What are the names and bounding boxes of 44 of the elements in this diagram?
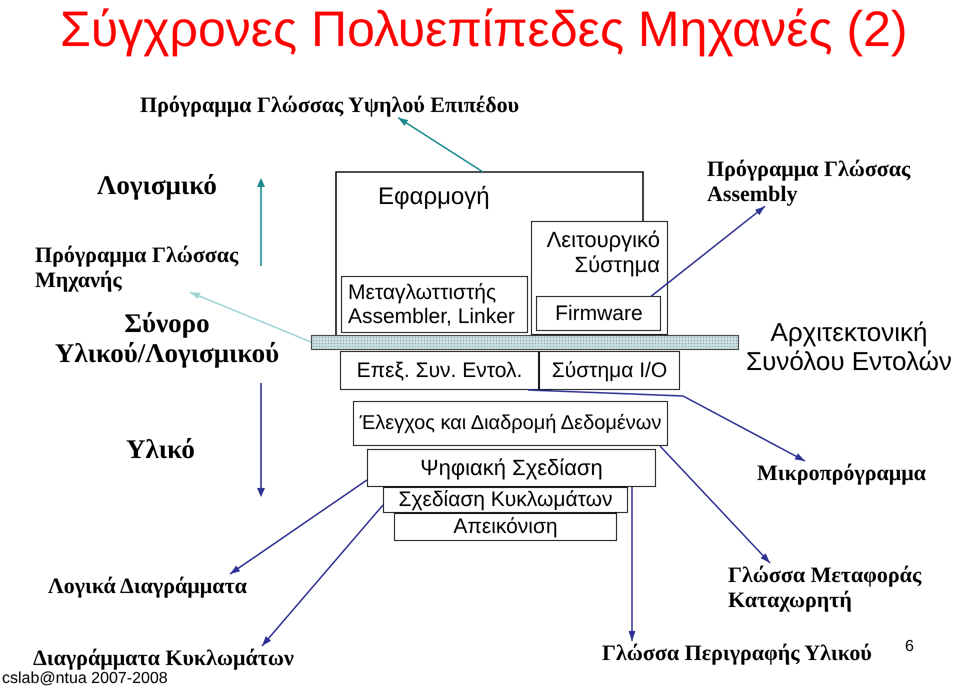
layer-box bbox=[536, 296, 662, 332]
layer-label: Απεικόνιση bbox=[453, 515, 558, 539]
layer-label: Μεταγλωττιστής Assembler, Linker bbox=[348, 280, 516, 328]
layer-box bbox=[353, 401, 668, 446]
layer-box bbox=[340, 351, 539, 390]
slide-title: Σύγχρονες Πολυεπίπεδες Μηχανές (2) bbox=[60, 2, 908, 57]
layer-box bbox=[341, 276, 528, 333]
layer-label: Λειτουργικό Σύστημα bbox=[546, 228, 660, 278]
layer-box bbox=[367, 449, 656, 487]
arrow bbox=[528, 389, 806, 462]
level-label: Σύνορο Υλικού/Λογισμικού bbox=[54, 308, 280, 368]
annotation-text: Μικροπρόγραμμα bbox=[757, 461, 926, 486]
footer-text: cslab@ntua 2007-2008 bbox=[2, 670, 168, 688]
arrow bbox=[398, 117, 484, 173]
level-label: Λογισμικό bbox=[97, 170, 217, 200]
annotation-text: Πρόγραμμα Γλώσσας Assembly bbox=[707, 157, 922, 206]
layer-label: Firmware bbox=[555, 302, 643, 326]
layer-label: Επεξ. Συν. Εντολ. bbox=[356, 358, 522, 382]
arrow bbox=[230, 479, 368, 575]
layer-label: Σύστημα I/O bbox=[552, 358, 668, 382]
layer-box bbox=[539, 351, 680, 390]
arrow bbox=[628, 487, 636, 641]
annotation-text: Πρόγραμμα Γλώσσας Υψηλού Επιπέδου bbox=[140, 93, 520, 118]
boundary-bar bbox=[311, 335, 739, 350]
arrow bbox=[650, 206, 766, 297]
layer-label: Έλεγχος και Διαδρομή Δεδομένων bbox=[360, 412, 662, 435]
page-number: 6 bbox=[905, 638, 914, 656]
layer-label: Σχεδίαση Κυκλωμάτων bbox=[398, 488, 613, 512]
annotation-text: Διαγράμματα Κυκλωμάτων bbox=[33, 646, 294, 671]
arrow bbox=[659, 445, 771, 564]
level-label: Υλικό bbox=[126, 434, 195, 464]
annotation-text: Γλώσσα Μεταφοράς Καταχωρητή bbox=[728, 563, 938, 612]
layer-label: Ψηφιακή Σχεδίαση bbox=[420, 456, 603, 480]
annotation-text: Πρόγραμμα Γλώσσας Μηχανής bbox=[35, 243, 250, 292]
layer-box bbox=[394, 513, 617, 541]
layer-box bbox=[383, 487, 628, 513]
arrow bbox=[190, 292, 312, 343]
layer-label: Εφαρμογή bbox=[378, 184, 490, 211]
layer-box bbox=[531, 221, 668, 335]
bar-caption: Αρχιτεκτονική Συνόλου Εντολών bbox=[745, 318, 953, 376]
arrow bbox=[261, 504, 384, 646]
layer-box bbox=[336, 172, 668, 335]
annotation-text: Λογικά Διαγράμματα bbox=[48, 574, 247, 599]
annotation-text: Γλώσσα Περιγραφής Υλικού bbox=[602, 641, 872, 666]
